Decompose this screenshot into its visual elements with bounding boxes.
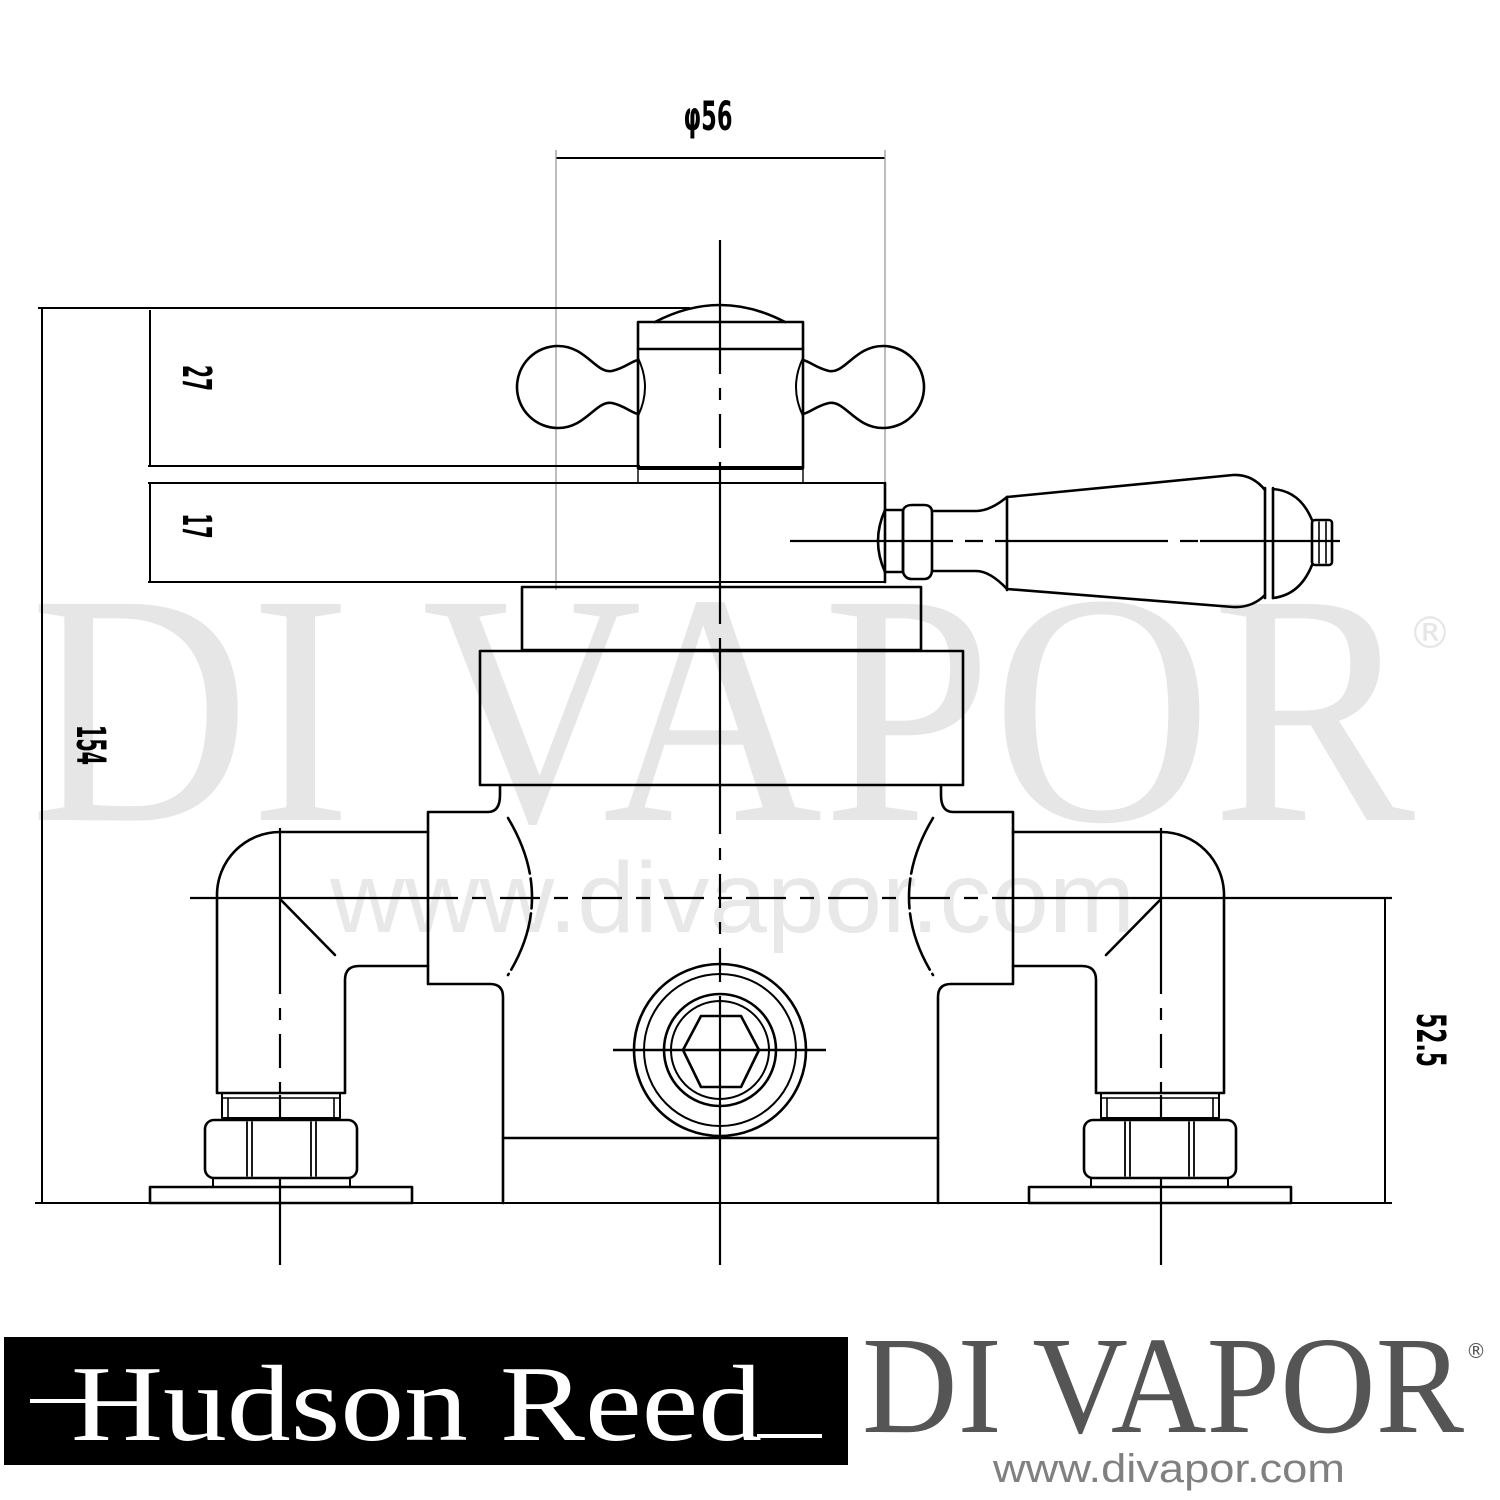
dimension-escutcheon-height: 17 — [148, 482, 885, 583]
centre-outlet-port — [632, 962, 808, 1138]
cross-head-handle — [515, 303, 926, 484]
handle-spoke-left — [515, 344, 646, 430]
compression-nut — [1082, 1118, 1238, 1180]
dimension-lines: φ56 154 27 17 52.5 — [35, 94, 1453, 1204]
lever-grip — [1005, 473, 1267, 499]
logo-h-bar — [30, 1399, 92, 1403]
lever-handle — [876, 473, 1334, 609]
dimension-overall-height: 154 — [38, 307, 690, 1203]
retailer-url: www.divapor.com — [992, 1447, 1345, 1491]
base-plate — [1027, 1185, 1293, 1205]
dimension-diameter-label: φ56 — [684, 94, 733, 140]
centre-lines — [190, 240, 1392, 1265]
right-inlet-elbow — [1011, 830, 1293, 1205]
compression-nut — [203, 1118, 359, 1180]
dimension-escutcheon-height-label: 17 — [173, 514, 219, 539]
valve-body — [426, 585, 1015, 1205]
watermark: DI VAPOR ® www.divapor.com — [30, 527, 1452, 954]
body-housing — [478, 649, 965, 787]
retailer-logo: DI VAPOR ® www.divapor.com — [862, 1309, 1486, 1491]
retailer-logo-text: DI VAPOR — [862, 1309, 1464, 1463]
retailer-registered-mark: ® — [1466, 1339, 1486, 1363]
dimension-cap-height: 27 — [148, 310, 640, 467]
manufacturer-logo: Hudson Reed — [4, 1337, 848, 1465]
dimension-inlet-centre-height: 52.5 — [1384, 898, 1453, 1203]
handle-cap-dome — [653, 303, 787, 324]
watermark-registered-mark: ® — [1408, 608, 1452, 659]
manufacturer-logo-box — [4, 1337, 848, 1465]
manufacturer-logo-text: Hudson Reed — [71, 1345, 762, 1464]
dimension-inlet-centre-height-label: 52.5 — [1407, 1013, 1453, 1067]
hex-socket-icon — [681, 1014, 761, 1089]
logo-d-bar — [757, 1434, 822, 1438]
base-plate — [148, 1185, 414, 1205]
left-inlet-elbow — [148, 830, 430, 1205]
handle-spoke-right — [795, 344, 926, 430]
dimension-cap-height-label: 27 — [173, 365, 219, 391]
dimension-overall-height-label: 154 — [67, 725, 113, 765]
